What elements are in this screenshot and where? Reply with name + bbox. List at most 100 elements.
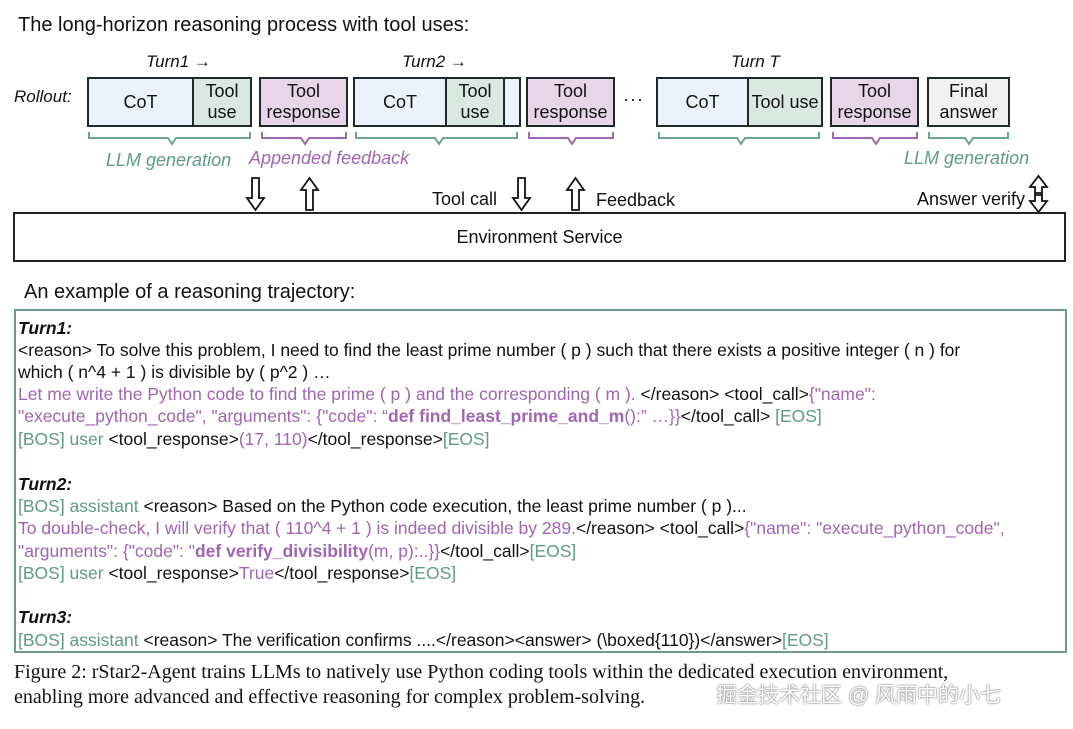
- cot-box: CoT: [123, 91, 158, 112]
- brace-turn2: [355, 132, 518, 146]
- turn3-line1-a: [BOS] assistant: [18, 630, 144, 650]
- turn2-label-text: Turn2: [402, 52, 446, 71]
- rollout-label: Rollout:: [14, 87, 72, 106]
- turn2-line2-a: To double-check, I will verify that ( 11…: [18, 518, 576, 538]
- environment-service-box: Environment Service: [13, 212, 1066, 262]
- turn2-label: Turn2 →: [402, 52, 467, 72]
- turn2-line3: "arguments": {"code": "def verify_divisi…: [18, 541, 576, 562]
- turn2-line4-e: [EOS]: [409, 563, 457, 583]
- turn1-line3-b: </reason> <tool_call>: [635, 384, 809, 404]
- turn2-line4-d: </tool_response>: [274, 563, 410, 583]
- turn2-line2-b: </reason> <tool_call>: [575, 518, 745, 538]
- tool-response-box: Tool response: [259, 77, 348, 127]
- turn1-line5-b: <tool_response>: [108, 429, 239, 449]
- llm-generation-label: LLM generation: [106, 150, 232, 170]
- turn3-line1-b: <reason> The verification confirms ....<…: [143, 630, 782, 650]
- brace-final-answer: [928, 132, 1009, 146]
- turn2-heading: Turn2:: [18, 474, 72, 495]
- figure-caption-line2: enabling more advanced and effective rea…: [14, 686, 646, 708]
- down-arrow-icon: [245, 177, 266, 212]
- turn1-cot-tooluse-block: CoT Tool use: [87, 77, 252, 127]
- cot-box: CoT: [382, 91, 417, 112]
- up-arrow-icon: [299, 176, 320, 211]
- trajectory-box: [14, 309, 1067, 653]
- turn2-line4-a: [BOS] user: [18, 563, 109, 583]
- turn1-line4-c: ():” …}}: [624, 406, 681, 426]
- turn1-line5-c: (17, 110): [238, 429, 308, 449]
- brace-appended-feedback-2: [528, 132, 614, 146]
- turn2-line3-d: </tool_call>: [440, 541, 530, 561]
- turn1-label: Turn1 →: [146, 52, 211, 72]
- right-arrow-icon: →: [193, 52, 211, 71]
- turn1-line4-d: </tool_call>: [680, 406, 776, 426]
- turn2-line3-a: "arguments": {"code": ": [18, 541, 195, 561]
- tool-response-box: Tool response: [526, 77, 615, 127]
- brace-llm-generation-1: [88, 132, 251, 146]
- turn2-line1-b: <reason> Based on the Python code execut…: [143, 496, 747, 516]
- turn1-heading-text: Turn1:: [18, 318, 73, 338]
- appended-feedback-label: Appended feedback: [249, 148, 410, 168]
- tool-use-box: Tool use: [445, 79, 505, 125]
- diagram-title: The long-horizon reasoning process with …: [18, 14, 470, 36]
- double-arrow-icon: [1028, 174, 1049, 214]
- turn1-line5: [BOS] user <tool_response>(17, 110)</too…: [18, 429, 490, 450]
- turn2-line1: [BOS] assistant <reason> Based on the Py…: [18, 496, 747, 517]
- tool-use-box: Tool use: [747, 79, 821, 125]
- turn1-line5-e: [EOS]: [442, 429, 490, 449]
- turn3-line1: [BOS] assistant <reason> The verificatio…: [18, 630, 829, 651]
- trajectory-heading: An example of a reasoning trajectory:: [24, 281, 356, 303]
- brace-appended-feedback-3: [832, 132, 918, 146]
- turn1-line2: which ( n^4 + 1 ) is divisible by ( p^2 …: [18, 362, 331, 382]
- turnT-cot-tooluse-block: CoT Tool use: [656, 77, 823, 127]
- turn1-line5-a: [BOS] user: [18, 429, 109, 449]
- turn1-line4: "execute_python_code", "arguments": {"co…: [18, 406, 822, 427]
- turn2-line4-b: <tool_response>: [108, 563, 239, 583]
- turn1-line3-c: {"name":: [808, 384, 876, 404]
- turn1-label-text: Turn1: [146, 52, 190, 71]
- final-answer-box: Final answer: [927, 77, 1010, 127]
- down-arrow-icon: [511, 177, 532, 212]
- feedback-label: Feedback: [596, 190, 676, 210]
- turn2-line4: [BOS] user <tool_response>True</tool_res…: [18, 563, 456, 584]
- turn3-line1-c: [EOS]: [781, 630, 829, 650]
- turn1-line5-d: </tool_response>: [307, 429, 443, 449]
- up-arrow-icon: [565, 176, 586, 211]
- turnT-label-text: Turn T: [731, 52, 780, 71]
- turn2-line3-b: def verify_divisibility: [194, 541, 369, 561]
- turn1-line4-b: def find_least_prime_and_m: [388, 406, 625, 426]
- figure-caption-line1: Figure 2: rStar2-Agent trains LLMs to na…: [14, 661, 949, 683]
- turn2-line4-c: True: [238, 563, 275, 583]
- turn2-line2-c: {"name": "execute_python_code",: [744, 518, 1005, 538]
- turn1-line1: <reason> To solve this problem, I need t…: [18, 340, 961, 360]
- watermark: 掘金技术社区 @ 风雨中的小七: [716, 684, 1001, 707]
- tool-response-box: Tool response: [830, 77, 919, 127]
- final-answer-text: Final answer: [939, 81, 998, 122]
- turn1-line4-a: "execute_python_code", "arguments": {"co…: [18, 406, 388, 426]
- turn1-line3-a: Let me write the Python code to find the…: [18, 384, 636, 404]
- turn2-line3-e: [EOS]: [529, 541, 577, 561]
- right-arrow-icon: →: [449, 52, 467, 71]
- tool-call-label: Tool call: [432, 189, 498, 209]
- llm-generation-label-right: LLM generation: [904, 148, 1030, 168]
- turnT-label: Turn T: [731, 52, 780, 72]
- turn2-line3-c: (m, p):..}}: [368, 541, 441, 561]
- tool-response-text: Tool response: [837, 81, 912, 122]
- tool-use-box: Tool use: [192, 79, 250, 125]
- turn3-heading: Turn3:: [18, 607, 72, 628]
- ellipsis: ···: [623, 89, 644, 109]
- brace-appended-feedback-1: [261, 132, 347, 146]
- turn1-line4-e: [EOS]: [775, 406, 822, 426]
- turn2-cot-tooluse-block: CoT Tool use: [353, 77, 521, 127]
- tool-response-text: Tool response: [266, 81, 341, 122]
- turn2-line2: To double-check, I will verify that ( 11…: [18, 518, 1005, 539]
- brace-turnT: [658, 132, 820, 146]
- turn1-line3: Let me write the Python code to find the…: [18, 384, 876, 405]
- tool-response-text: Tool response: [533, 81, 608, 122]
- cot-box: CoT: [685, 91, 720, 112]
- turn1-heading: Turn1:: [18, 318, 72, 339]
- turn2-line1-a: [BOS] assistant: [18, 496, 144, 516]
- turn2-heading-text: Turn2:: [18, 474, 73, 494]
- turn3-heading-text: Turn3:: [18, 607, 73, 627]
- answer-verify-label: Answer verify: [917, 189, 1026, 209]
